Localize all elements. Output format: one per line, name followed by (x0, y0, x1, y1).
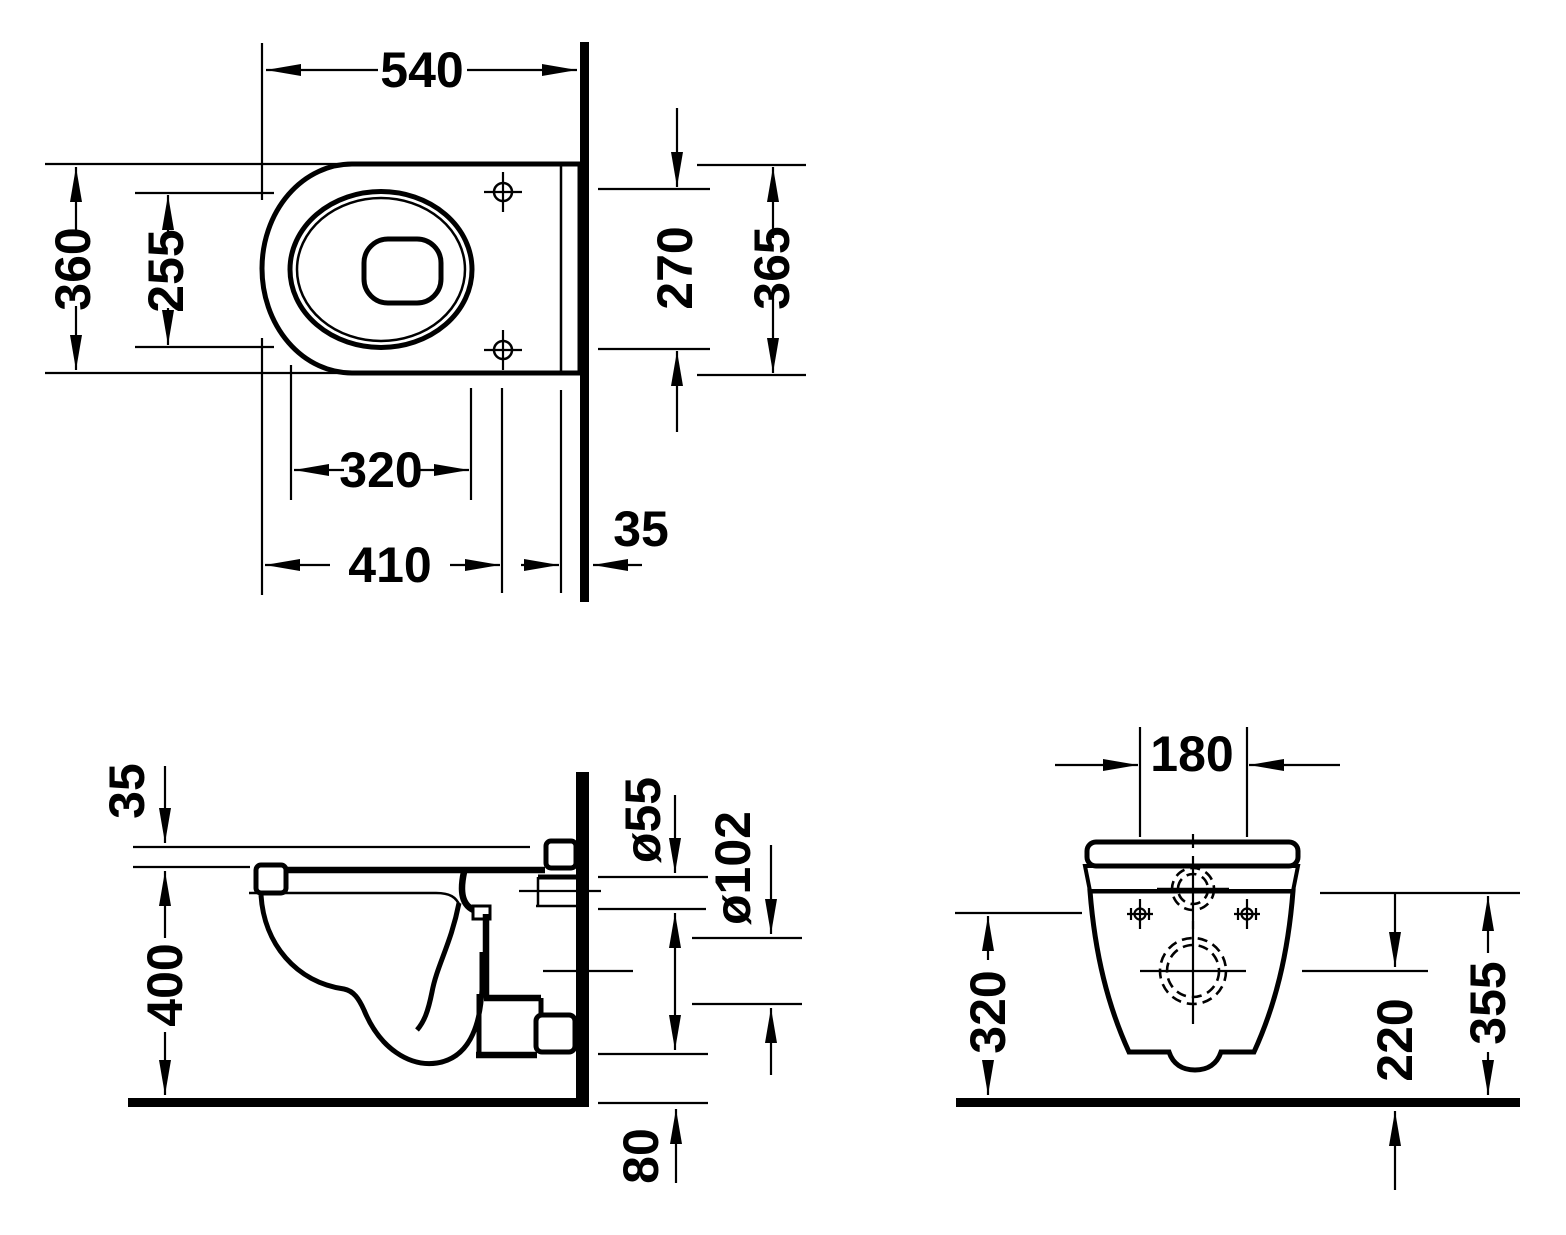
seat-underside-line (249, 891, 462, 907)
body-outline (1087, 888, 1296, 1073)
dim-front-to-hinge-holes: 410 (265, 388, 563, 593)
side-view: 35 400 ø55 ø102 (99, 763, 802, 1184)
lower-wall-tab (533, 1012, 578, 1055)
fixing-hole-marker (1234, 899, 1260, 929)
wall-section (576, 772, 589, 1107)
hinge-hole-marker (484, 330, 522, 370)
bowl-outer-profile (258, 894, 485, 1067)
dim-supply-diameter: ø55 (615, 777, 681, 1050)
fixing-hole-marker (1127, 899, 1153, 929)
dim-label-320-rear: 320 (960, 970, 1016, 1053)
dim-label-540: 540 (380, 42, 463, 98)
plan-view: 540 360 255 270 (45, 42, 806, 602)
dim-label-355: 355 (1460, 961, 1516, 1044)
dim-outlet-centre-height: 220 (1302, 893, 1428, 1190)
floor-line (128, 1098, 589, 1107)
dim-label-220: 220 (1367, 998, 1423, 1081)
dim-overall-depth: 540 (260, 42, 577, 595)
supply-opening-marker (1157, 856, 1229, 929)
dim-label-400: 400 (137, 943, 193, 1026)
dim-supply-centre-height: 355 (1320, 891, 1520, 1095)
dim-label-365: 365 (744, 226, 800, 309)
wall-section (580, 42, 589, 602)
front-buffer (253, 862, 289, 896)
rear-view: 180 320 220 355 (955, 726, 1520, 1190)
dim-label-270: 270 (647, 226, 703, 309)
dim-bowl-inner-width: 255 (135, 191, 274, 349)
dim-label-320: 320 (339, 442, 422, 498)
dim-label-255: 255 (138, 229, 194, 312)
dim-hinge-hole-spacing: 270 (598, 108, 710, 432)
dim-fixing-hole-spacing: 180 (1055, 726, 1340, 837)
dim-bowl-inner-depth: 320 (289, 365, 473, 500)
hinge-hole-marker (484, 172, 522, 212)
floor-line (956, 1098, 1520, 1107)
dim-overall-width: 360 (45, 167, 101, 370)
trap-inner-profile (415, 902, 462, 1032)
dim-label-180: 180 (1150, 726, 1233, 782)
dim-outlet-diameter: ø102 (705, 811, 777, 1075)
dim-label-35-side: 35 (99, 763, 155, 819)
dim-fixing-hole-height: 320 (955, 911, 1082, 1095)
dim-top-offset: 35 (99, 763, 171, 843)
water-area-outline (361, 236, 444, 306)
dim-overall-width-right: 365 (697, 163, 806, 377)
dim-rim-height: 400 (137, 871, 193, 1095)
upper-wall-tab (543, 838, 579, 871)
bowl-outline (259, 161, 583, 376)
dim-label-35: 35 (613, 501, 669, 557)
dim-wall-inset: 35 (593, 501, 669, 571)
rim-outer-line (287, 189, 475, 350)
rim-band-outline (1082, 864, 1301, 893)
dim-label-d102: ø102 (705, 811, 761, 925)
dim-bottom-gap: 80 (613, 1109, 682, 1184)
dim-label-80: 80 (613, 1128, 669, 1184)
dim-label-410: 410 (348, 537, 431, 593)
outlet-opening-marker (1140, 921, 1246, 1024)
dim-label-360: 360 (45, 227, 101, 310)
rim-inner-line (295, 196, 467, 343)
dim-label-d55: ø55 (615, 777, 671, 863)
